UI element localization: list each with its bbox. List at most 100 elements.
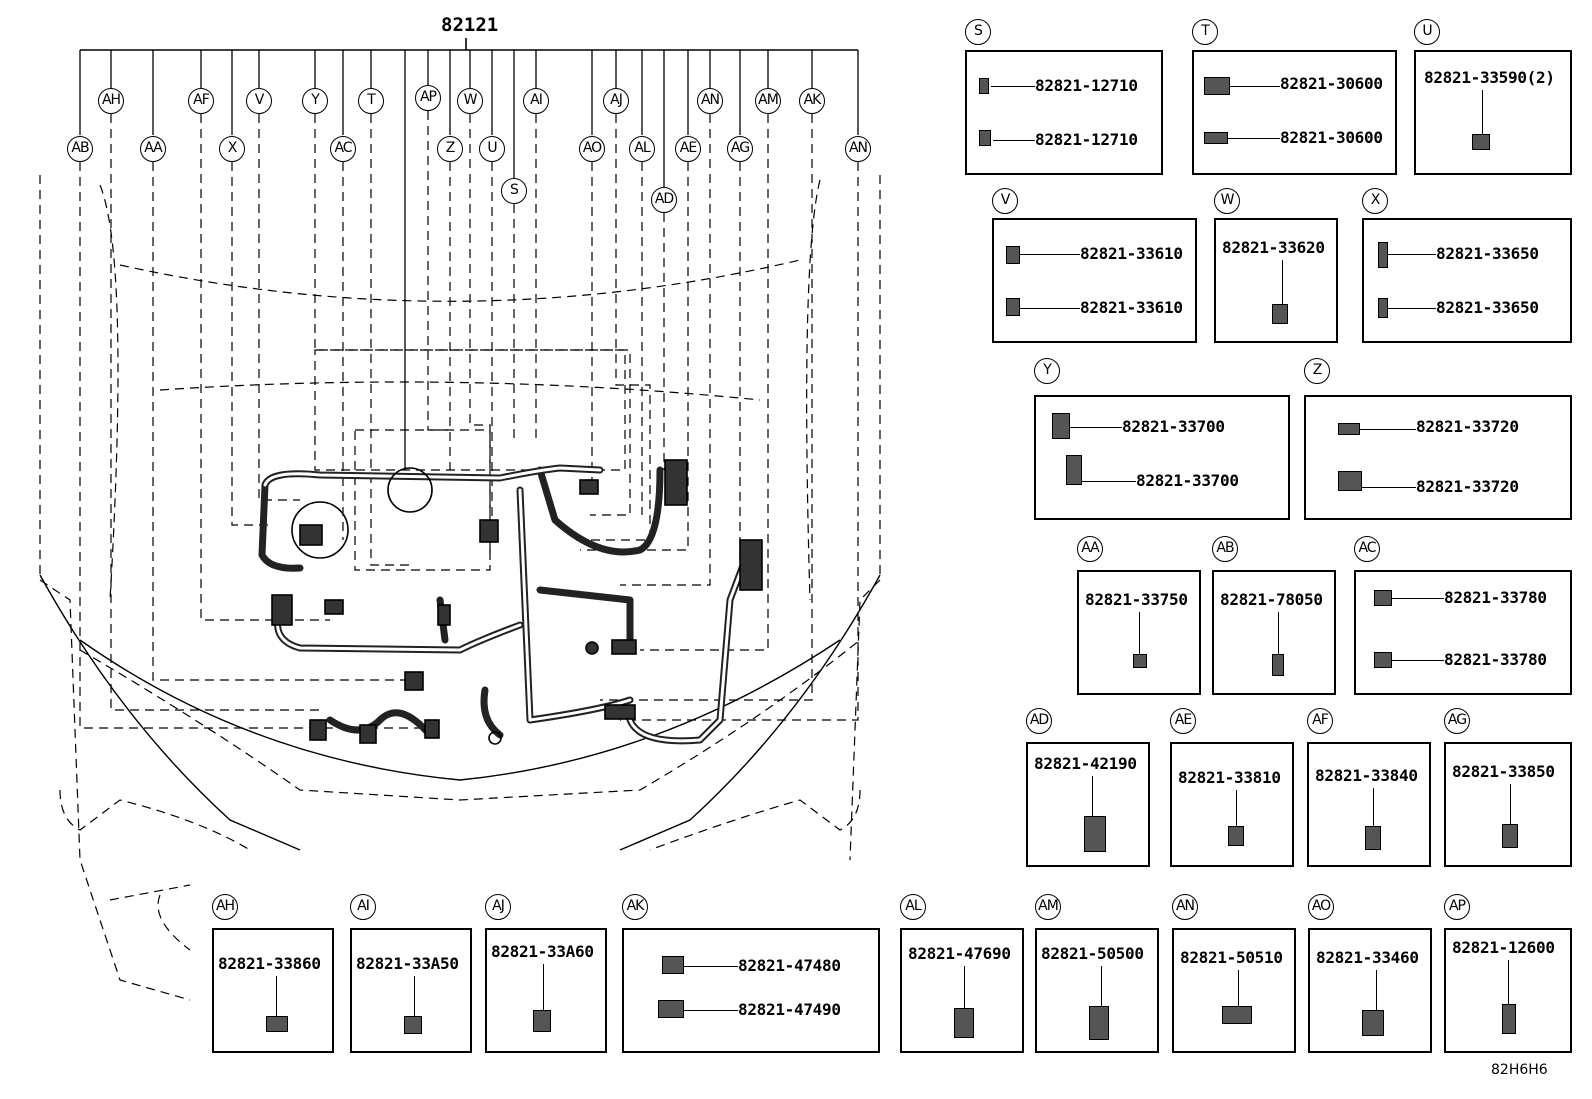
panel-W[interactable]: 82821-33620 <box>1214 218 1338 343</box>
callout-V[interactable]: V <box>246 88 272 114</box>
clip-part <box>1472 134 1490 150</box>
callout-AN-top[interactable]: AN <box>697 88 723 114</box>
callout-AA[interactable]: AA <box>140 136 166 162</box>
callout-Y[interactable]: Y <box>302 88 328 114</box>
callout-AP[interactable]: AP <box>415 85 441 111</box>
part-number: 82821-50500 <box>1041 944 1144 963</box>
callout-AH[interactable]: AH <box>98 88 124 114</box>
panel-AH[interactable]: 82821-33860 <box>212 928 334 1053</box>
leader-line <box>684 966 738 967</box>
part-number: 82821-30600 <box>1280 74 1383 93</box>
part-number: 82821-33720 <box>1416 417 1519 436</box>
panel-AB[interactable]: 82821-78050 <box>1212 570 1336 695</box>
part-number: 82821-33650 <box>1436 244 1539 263</box>
panel-Z[interactable]: 82821-33720 82821-33720 <box>1304 395 1572 520</box>
callout-X[interactable]: X <box>219 136 245 162</box>
callout-AI[interactable]: AI <box>523 88 549 114</box>
callout-W[interactable]: W <box>457 88 483 114</box>
panel-AN[interactable]: 82821-50510 <box>1172 928 1296 1053</box>
leader-line <box>1101 966 1102 1006</box>
callout-AN[interactable]: AN <box>845 136 871 162</box>
clip-part <box>1378 298 1388 318</box>
panel-V-label: V <box>992 188 1018 214</box>
clip-part <box>658 1000 684 1018</box>
panel-AJ[interactable]: 82821-33A60 <box>485 928 607 1053</box>
leader-line <box>1508 960 1509 1004</box>
leader-line <box>1230 86 1280 87</box>
panel-AC[interactable]: 82821-33780 82821-33780 <box>1354 570 1572 695</box>
callout-AJ[interactable]: AJ <box>603 88 629 114</box>
panel-AP[interactable]: 82821-12600 <box>1444 928 1572 1053</box>
part-number: 82821-33590(2) <box>1424 68 1555 87</box>
callout-AG[interactable]: AG <box>727 136 753 162</box>
clip-part <box>1272 654 1284 676</box>
leader-line <box>1392 660 1444 661</box>
panel-S[interactable]: 82821-12710 82821-12710 <box>965 50 1163 175</box>
clip-part <box>1365 826 1381 850</box>
panel-Y[interactable]: 82821-33700 82821-33700 <box>1034 395 1290 520</box>
leader-line <box>1388 308 1436 309</box>
clip-part <box>1084 816 1106 852</box>
leader-line <box>1362 487 1416 488</box>
part-number: 82821-33700 <box>1122 417 1225 436</box>
panel-T[interactable]: 82821-30600 82821-30600 <box>1192 50 1397 175</box>
panel-AG[interactable]: 82821-33850 <box>1444 742 1572 867</box>
panel-X[interactable]: 82821-33650 82821-33650 <box>1362 218 1572 343</box>
part-number: 82821-12710 <box>1035 130 1138 149</box>
panel-AA[interactable]: 82821-33750 <box>1077 570 1201 695</box>
leader-line <box>1282 260 1283 304</box>
part-number: 82821-33840 <box>1315 766 1418 785</box>
part-number: 82821-33780 <box>1444 588 1547 607</box>
leader-line <box>964 966 965 1008</box>
clip-part <box>1378 242 1388 268</box>
callout-T[interactable]: T <box>358 88 384 114</box>
panel-U-label: U <box>1414 19 1440 45</box>
clip-part <box>662 956 684 974</box>
panel-AM[interactable]: 82821-50500 <box>1035 928 1159 1053</box>
panel-AI[interactable]: 82821-33A50 <box>350 928 472 1053</box>
callout-AE[interactable]: AE <box>675 136 701 162</box>
leader-line <box>1228 138 1280 139</box>
leader-line <box>1139 612 1140 654</box>
leader-line <box>1020 308 1080 309</box>
clip-part <box>1228 826 1244 846</box>
panel-AF[interactable]: 82821-33840 <box>1307 742 1431 867</box>
clip-part <box>1502 1004 1516 1034</box>
callout-AD[interactable]: AD <box>651 187 677 213</box>
panel-AO[interactable]: 82821-33460 <box>1308 928 1432 1053</box>
callout-AL[interactable]: AL <box>629 136 655 162</box>
part-number: 82821-47690 <box>908 944 1011 963</box>
panel-V[interactable]: 82821-33610 82821-33610 <box>992 218 1197 343</box>
callout-S[interactable]: S <box>501 178 527 204</box>
panel-AD-label: AD <box>1026 708 1052 734</box>
callout-AK[interactable]: AK <box>799 88 825 114</box>
panel-AL-label: AL <box>900 894 926 920</box>
leader-line <box>1373 788 1374 826</box>
part-number: 82821-33A50 <box>356 954 459 973</box>
callout-AB[interactable]: AB <box>67 136 93 162</box>
panel-AE[interactable]: 82821-33810 <box>1170 742 1294 867</box>
panel-Y-label: Y <box>1034 358 1060 384</box>
panel-T-label: T <box>1192 19 1218 45</box>
callout-AO[interactable]: AO <box>579 136 605 162</box>
leader-line <box>1376 970 1377 1010</box>
panel-AH-label: AH <box>212 894 238 920</box>
callout-U[interactable]: U <box>479 136 505 162</box>
part-number: 82821-33460 <box>1316 948 1419 967</box>
part-number: 82821-33720 <box>1416 477 1519 496</box>
clip-part <box>1374 652 1392 668</box>
panel-AC-label: AC <box>1354 536 1380 562</box>
clip-part <box>1066 455 1082 485</box>
panel-AD[interactable]: 82821-42190 <box>1026 742 1150 867</box>
clip-part <box>1133 654 1147 668</box>
callout-AM[interactable]: AM <box>755 88 781 114</box>
panel-AL[interactable]: 82821-47690 <box>900 928 1024 1053</box>
callout-AF[interactable]: AF <box>188 88 214 114</box>
panel-AK[interactable]: 82821-47480 82821-47490 <box>622 928 880 1053</box>
callout-Z[interactable]: Z <box>437 136 463 162</box>
leader-line <box>1388 254 1436 255</box>
part-number: 82821-50510 <box>1180 948 1283 967</box>
panel-U[interactable]: 82821-33590(2) <box>1414 50 1572 175</box>
part-number: 82821-33610 <box>1080 298 1183 317</box>
callout-AC[interactable]: AC <box>330 136 356 162</box>
